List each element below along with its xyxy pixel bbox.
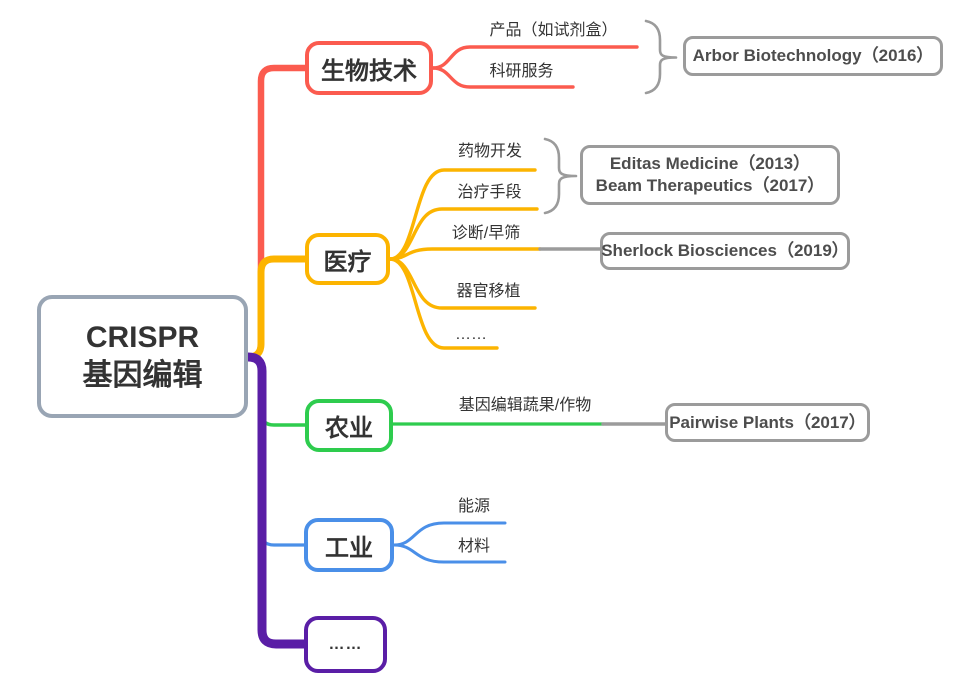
trunk-line-industry xyxy=(246,355,306,547)
subtopic-drug[interactable]: 药物开发 xyxy=(457,143,522,160)
subtopic-product[interactable]: 产品（如试剂盒） xyxy=(489,22,618,39)
subtopic-crops[interactable]: 基因编辑蔬果/作物 xyxy=(458,397,592,414)
node-agriculture[interactable]: 农业 xyxy=(305,399,393,452)
company-pairwise-label: Pairwise Plants（2017） xyxy=(669,412,866,432)
brace-biotech-to-arbor xyxy=(644,19,678,95)
branch-line-material xyxy=(392,543,507,564)
root-title-line2: 基因编辑 xyxy=(82,358,203,392)
node-biotech[interactable]: 生物技术 xyxy=(305,41,433,95)
node-more[interactable]: …… xyxy=(304,616,387,673)
node-medical[interactable]: 医疗 xyxy=(305,233,390,285)
subtopic-diagnosis[interactable]: 诊断/早筛 xyxy=(451,225,521,242)
trunk-line-biotech xyxy=(244,64,309,361)
node-industry[interactable]: 工业 xyxy=(304,518,394,572)
branch-line-ellipsis xyxy=(388,257,499,350)
subtopic-therapy[interactable]: 治疗手段 xyxy=(457,184,522,201)
company-editas-line2: Beam Therapeutics（2017） xyxy=(595,176,825,195)
company-editas-line1: Editas Medicine（2013） xyxy=(609,154,811,173)
company-box-sherlock[interactable]: Sherlock Biosciences（2019） xyxy=(600,232,850,270)
company-arbor-label: Arbor Biotechnology（2016） xyxy=(692,46,934,65)
company-box-pairwise[interactable]: Pairwise Plants（2017） xyxy=(665,403,870,442)
brace-medical-to-editas xyxy=(543,137,578,215)
trunk-line-more xyxy=(243,352,309,649)
branch-line-diagnosis xyxy=(388,247,542,261)
subtopic-energy[interactable]: 能源 xyxy=(457,498,490,515)
trunk-line-agriculture xyxy=(246,355,307,427)
subtopic-ellipsis[interactable]: …… xyxy=(455,326,487,343)
subtopic-material[interactable]: 材料 xyxy=(457,538,490,555)
node-medical-label: 医疗 xyxy=(323,248,372,276)
root-node-crispr[interactable]: CRISPR 基因编辑 xyxy=(37,295,248,418)
subtopic-research[interactable]: 科研服务 xyxy=(489,63,554,80)
trunk-line-medical xyxy=(244,255,309,361)
company-sherlock-label: Sherlock Biosciences（2019） xyxy=(601,241,849,260)
node-industry-label: 工业 xyxy=(325,534,373,562)
node-agriculture-label: 农业 xyxy=(325,415,373,442)
root-title-line1: CRISPR xyxy=(85,320,200,354)
node-more-label: …… xyxy=(328,635,363,653)
node-biotech-label: 生物技术 xyxy=(321,57,417,85)
subtopic-organ[interactable]: 器官移植 xyxy=(456,283,521,300)
company-box-arbor[interactable]: Arbor Biotechnology（2016） xyxy=(683,36,943,76)
branch-line-research xyxy=(431,66,575,89)
company-box-editas-beam[interactable]: Editas Medicine（2013） Beam Therapeutics（… xyxy=(580,145,840,205)
